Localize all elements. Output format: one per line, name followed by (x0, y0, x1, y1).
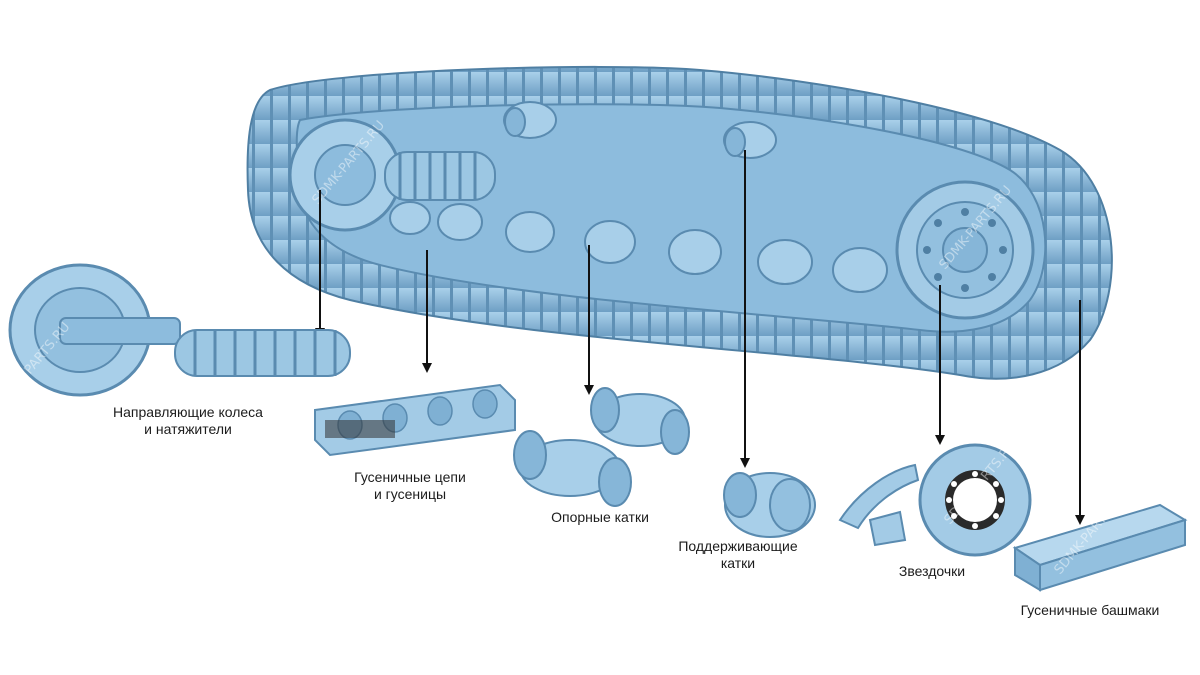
label-idlers-line2: и натяжители (144, 421, 232, 437)
label-sprockets-line1: Звездочки (898, 563, 966, 579)
label-chains: Гусеничные цепи и гусеницы (320, 469, 500, 503)
idler-wheel-icon: PARTS.RU (8, 263, 351, 397)
top-carrier-roller-2 (723, 121, 777, 159)
track-roller-icon (513, 387, 690, 507)
sprocket-icon: SDMK-PARTS.RU (838, 438, 1032, 557)
label-shoes: Гусеничные башмаки (990, 602, 1190, 619)
track-shoe-icon: SDMK-PARTS.RU (1012, 488, 1188, 592)
label-chains-line1: Гусеничные цепи (354, 469, 466, 485)
track-assembly: SDMK-PARTS.RU SDMK-PARTS.RU (246, 65, 1113, 380)
drive-sprocket (895, 180, 1035, 320)
label-track-rollers-line1: Опорные катки (551, 509, 649, 525)
track-chain-icon (314, 383, 516, 457)
bottom-rollers (389, 201, 888, 293)
top-carrier-roller-1 (503, 101, 557, 139)
carrier-roller-icon (723, 472, 816, 538)
label-chains-line2: и гусеницы (373, 486, 447, 502)
label-idlers: Направляющие колеса и натяжители (78, 404, 298, 438)
label-carrier-rollers: Поддерживающие катки (648, 538, 828, 572)
label-shoes-line1: Гусеничные башмаки (1020, 602, 1160, 618)
tension-spring (384, 151, 496, 201)
callout-arrows (315, 150, 1085, 525)
label-idlers-line1: Направляющие колеса (113, 404, 263, 420)
label-carrier-rollers-line1: Поддерживающие (678, 538, 798, 554)
label-track-rollers: Опорные катки (520, 509, 680, 526)
label-sprockets: Звездочки (862, 563, 1002, 580)
label-carrier-rollers-line2: катки (720, 555, 756, 571)
